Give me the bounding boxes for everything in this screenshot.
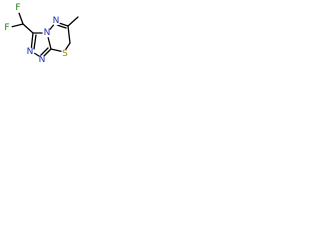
bond-c6-c7 bbox=[67, 25, 71, 44]
atom-n-triazole-top: N bbox=[44, 28, 51, 38]
label-bg-n-thiadiazine bbox=[51, 16, 61, 26]
bond-cf-left bbox=[10, 23, 24, 28]
label-bg-n-triazole-bl bbox=[25, 47, 35, 57]
label-bg-n-triazole-br bbox=[37, 55, 47, 65]
structure-drawing: F F N N N N S bbox=[2, 3, 79, 65]
label-bg-s bbox=[60, 49, 70, 59]
label-bg-f-left bbox=[2, 23, 12, 33]
label-bg-f-top bbox=[13, 3, 23, 13]
bond-c8a-n1-double bbox=[40, 47, 49, 56]
bond-c6-methyl bbox=[67, 16, 79, 27]
atom-f-top: F bbox=[15, 3, 20, 13]
atom-n-triazole-bottom-left: N bbox=[27, 47, 34, 57]
bond-n5-c6-double bbox=[56, 24, 67, 29]
label-bg-n-triazole-top bbox=[42, 28, 52, 38]
bond-c3-chf2 bbox=[22, 23, 34, 34]
atom-f-left: F bbox=[4, 23, 9, 33]
molecule-structure: F F N N N N S bbox=[0, 0, 102, 75]
atom-s: S bbox=[62, 49, 68, 59]
atom-n-triazole-bottom-right: N bbox=[39, 55, 46, 65]
atom-n-thiadiazine: N bbox=[53, 16, 60, 26]
bond-cf-top bbox=[18, 12, 24, 25]
bond-n2-c3-double bbox=[33, 34, 37, 50]
